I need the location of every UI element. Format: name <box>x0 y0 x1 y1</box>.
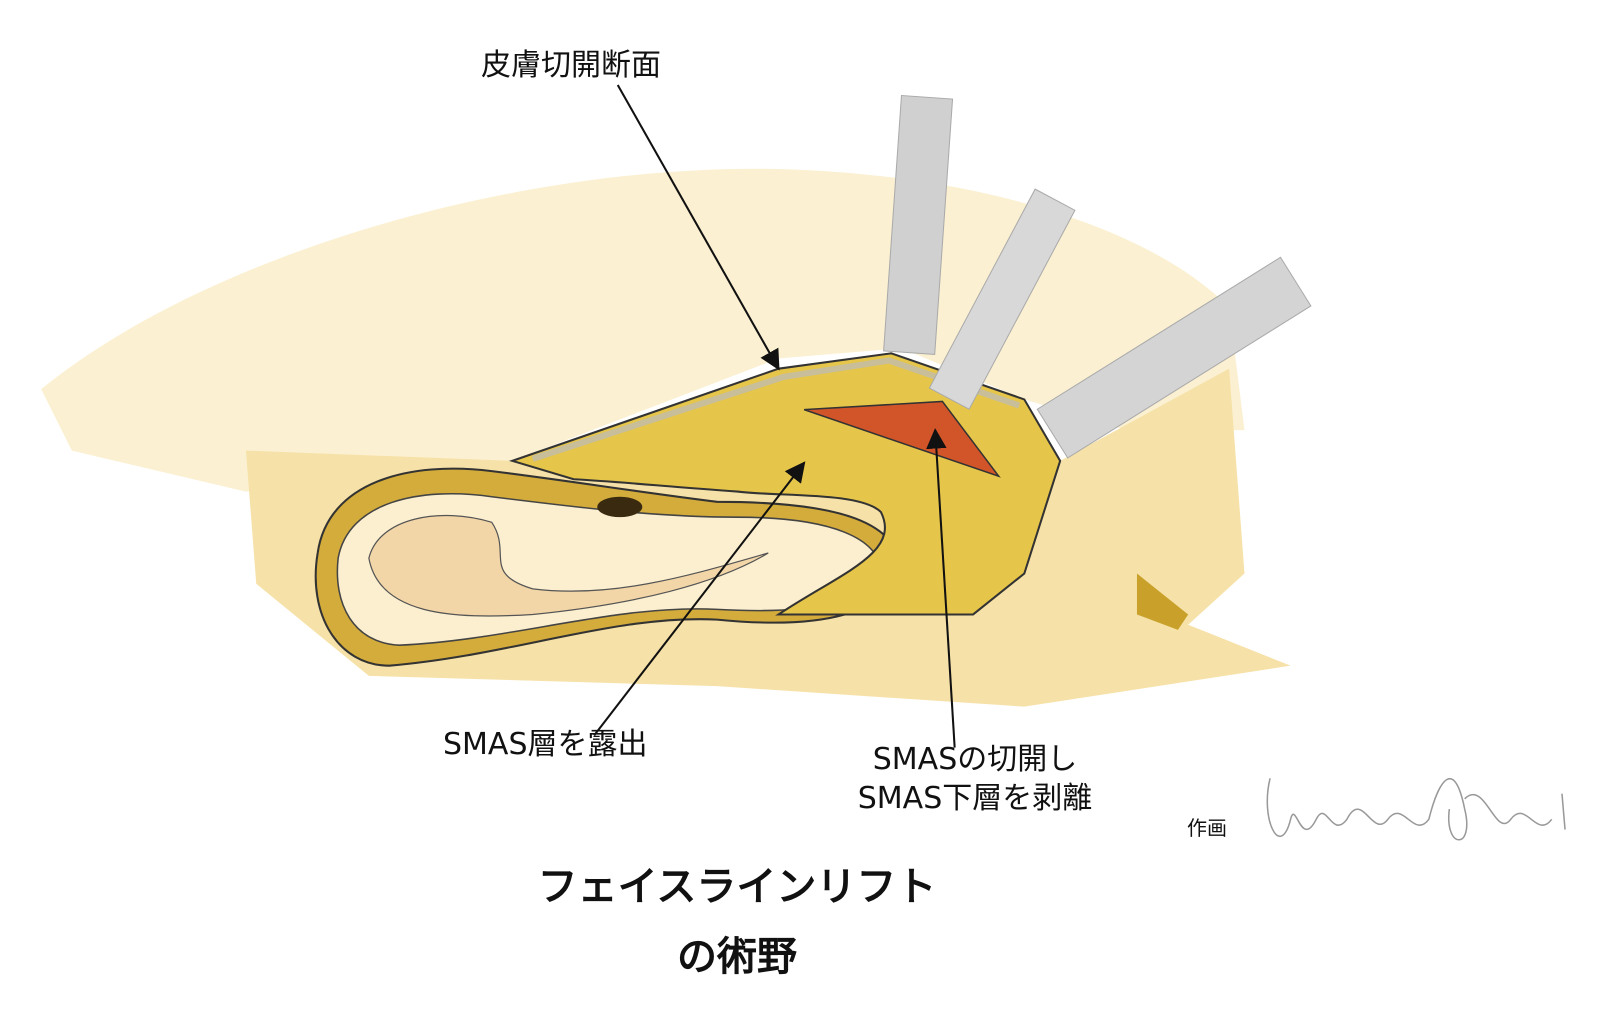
skin-shadow <box>1136 573 1189 630</box>
label-smas-incision-line1: SMASの切開し <box>872 742 1078 777</box>
figure-title: フェイスラインリフト の術野 <box>437 852 1037 992</box>
label-skin-incision: 皮膚切開断面 <box>481 48 661 83</box>
title-line2: の術野 <box>677 934 797 980</box>
label-smas-exposed: SMAS層を露出 <box>443 727 648 762</box>
artist-signature <box>1266 778 1566 841</box>
label-smas-incision: SMASの切開し SMAS下層を剥離 <box>830 740 1120 818</box>
ear-canal <box>597 496 643 518</box>
credit-label: 作画 <box>1187 816 1227 840</box>
retractor-3 <box>1036 256 1312 459</box>
title-line1: フェイスラインリフト <box>537 864 937 910</box>
label-smas-incision-line2: SMAS下層を剥離 <box>857 781 1093 816</box>
ear-inner <box>368 514 769 617</box>
retractor-2 <box>928 188 1076 410</box>
retractor-1 <box>883 94 954 356</box>
smas-incision <box>803 400 1001 478</box>
arrow-smas-exposed <box>593 461 806 736</box>
arrow-skin-incision <box>616 84 780 371</box>
skin-flap <box>41 168 1245 492</box>
arrow-smas-incision <box>926 428 956 748</box>
